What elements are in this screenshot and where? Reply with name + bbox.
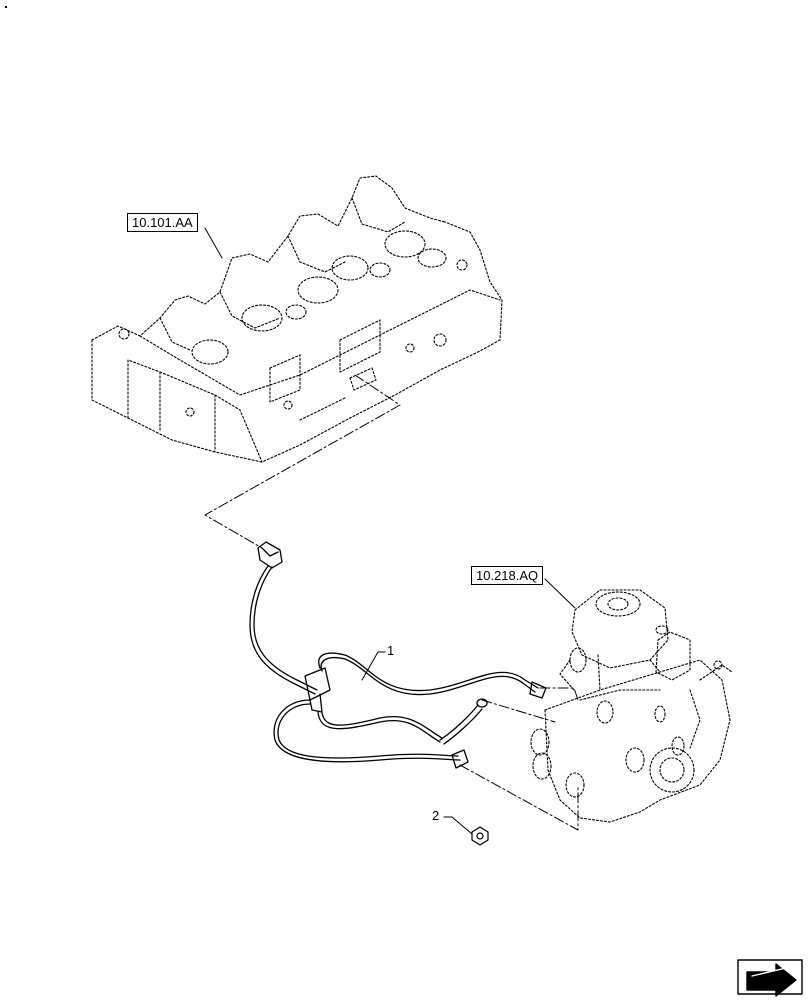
leader-lines bbox=[204, 227, 576, 835]
wiring-harness bbox=[249, 541, 547, 769]
cylinder-head-phantom bbox=[91, 175, 503, 463]
reference-injection-pump[interactable]: 10.218.AQ bbox=[471, 566, 544, 585]
callout-nut: 2 bbox=[432, 808, 440, 823]
corner-mark bbox=[5, 6, 7, 8]
nut bbox=[471, 826, 489, 846]
reference-cylinder-head[interactable]: 10.101.AA bbox=[127, 213, 198, 232]
assembly-lines bbox=[204, 374, 579, 831]
callout-harness: 1 bbox=[387, 643, 395, 658]
injection-pump-phantom bbox=[530, 589, 733, 823]
next-page-arrow-icon bbox=[737, 959, 803, 997]
